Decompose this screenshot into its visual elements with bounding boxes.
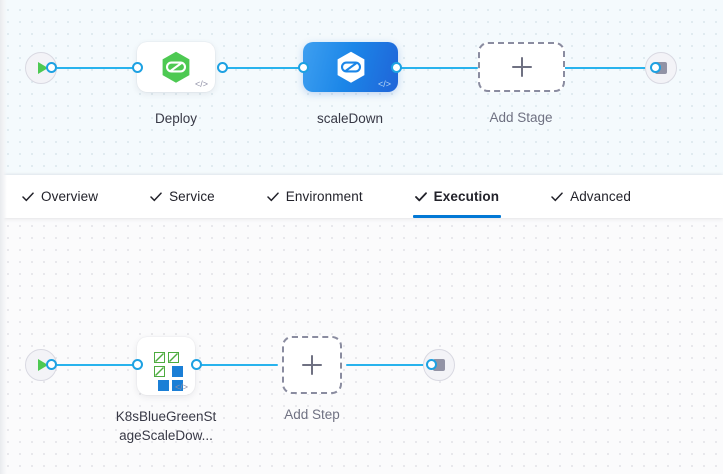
connector-dot-scaledown-in[interactable] bbox=[298, 62, 309, 73]
add-step-button[interactable] bbox=[282, 336, 342, 394]
connector-dot-exec-end-in[interactable] bbox=[426, 359, 437, 370]
pipeline-start-node[interactable] bbox=[25, 52, 57, 84]
add-stage-label: Add Stage bbox=[489, 110, 553, 125]
check-icon bbox=[22, 191, 34, 201]
edge-start-to-step bbox=[48, 364, 148, 366]
play-icon bbox=[37, 62, 48, 74]
execution-start-node[interactable] bbox=[25, 349, 57, 381]
connector-dot-scaledown-out[interactable] bbox=[391, 62, 402, 73]
harness-hexagon-white-icon bbox=[337, 51, 364, 83]
plus-icon bbox=[302, 355, 322, 375]
tab-execution[interactable]: Execution bbox=[412, 175, 502, 218]
stage-label-scaledown: scaleDown bbox=[316, 111, 384, 126]
check-icon bbox=[414, 191, 427, 201]
add-step-label: Add Step bbox=[284, 407, 340, 422]
stage-node-scaledown[interactable]: </> bbox=[303, 42, 398, 92]
connector-dot-deploy-out[interactable] bbox=[217, 62, 228, 73]
execution-graph-canvas[interactable]: </> K8sBlueGreenSt ageScaleDow... Add St… bbox=[0, 218, 723, 474]
stage-label-deploy: Deploy bbox=[154, 111, 198, 126]
edge-start-to-deploy bbox=[48, 67, 148, 69]
connector-dot-exec-start-out[interactable] bbox=[46, 359, 57, 370]
edge-scaledown-to-addstage bbox=[396, 67, 478, 69]
plus-icon bbox=[511, 57, 532, 77]
add-stage-button[interactable] bbox=[478, 42, 565, 92]
tab-overview[interactable]: Overview bbox=[22, 175, 98, 218]
check-icon bbox=[267, 191, 279, 201]
connector-dot-start-out[interactable] bbox=[46, 62, 57, 73]
check-icon bbox=[551, 191, 563, 201]
edge-step-to-addstep bbox=[196, 364, 278, 366]
kubernetes-squares-slashes bbox=[155, 353, 178, 376]
tab-label-service: Service bbox=[169, 189, 215, 204]
step-label-line2: ageScaleDow... bbox=[119, 428, 213, 443]
tab-label-overview: Overview bbox=[41, 189, 99, 204]
edge-addstep-to-end bbox=[346, 364, 432, 366]
tab-label-advanced: Advanced bbox=[570, 189, 631, 204]
harness-hexagon-green-icon bbox=[162, 51, 190, 83]
connector-dot-end-in[interactable] bbox=[650, 62, 661, 73]
stage-config-tabbar: Overview Service Environment Execution bbox=[0, 175, 723, 218]
connector-dot-deploy-in[interactable] bbox=[132, 62, 143, 73]
tab-label-execution: Execution bbox=[433, 189, 500, 204]
edge-addstage-to-end bbox=[564, 67, 656, 69]
connector-dot-step-in[interactable] bbox=[132, 359, 143, 370]
check-icon bbox=[150, 191, 162, 201]
play-icon bbox=[37, 359, 48, 371]
code-badge-icon: </> bbox=[377, 79, 391, 89]
connector-dot-step-out[interactable] bbox=[191, 359, 202, 370]
stage-node-deploy[interactable]: </> bbox=[137, 42, 215, 92]
edge-deploy-to-scaledown bbox=[222, 67, 310, 69]
tab-label-environment: Environment bbox=[285, 189, 363, 204]
tab-advanced[interactable]: Advanced bbox=[551, 175, 631, 218]
code-badge-icon: </> bbox=[194, 79, 208, 89]
step-node-k8sbluegreenstagescaledown[interactable]: </> bbox=[137, 337, 195, 395]
code-badge-icon: </> bbox=[174, 382, 188, 392]
step-label: K8sBlueGreenSt ageScaleDow... bbox=[106, 407, 226, 445]
kubernetes-squares-icon bbox=[148, 348, 184, 391]
step-label-line1: K8sBlueGreenSt bbox=[115, 409, 217, 424]
tab-service[interactable]: Service bbox=[150, 175, 215, 218]
stage-graph-canvas[interactable]: </> Deploy </> scaleDown Add Stage bbox=[0, 0, 723, 175]
tab-environment[interactable]: Environment bbox=[267, 175, 363, 218]
